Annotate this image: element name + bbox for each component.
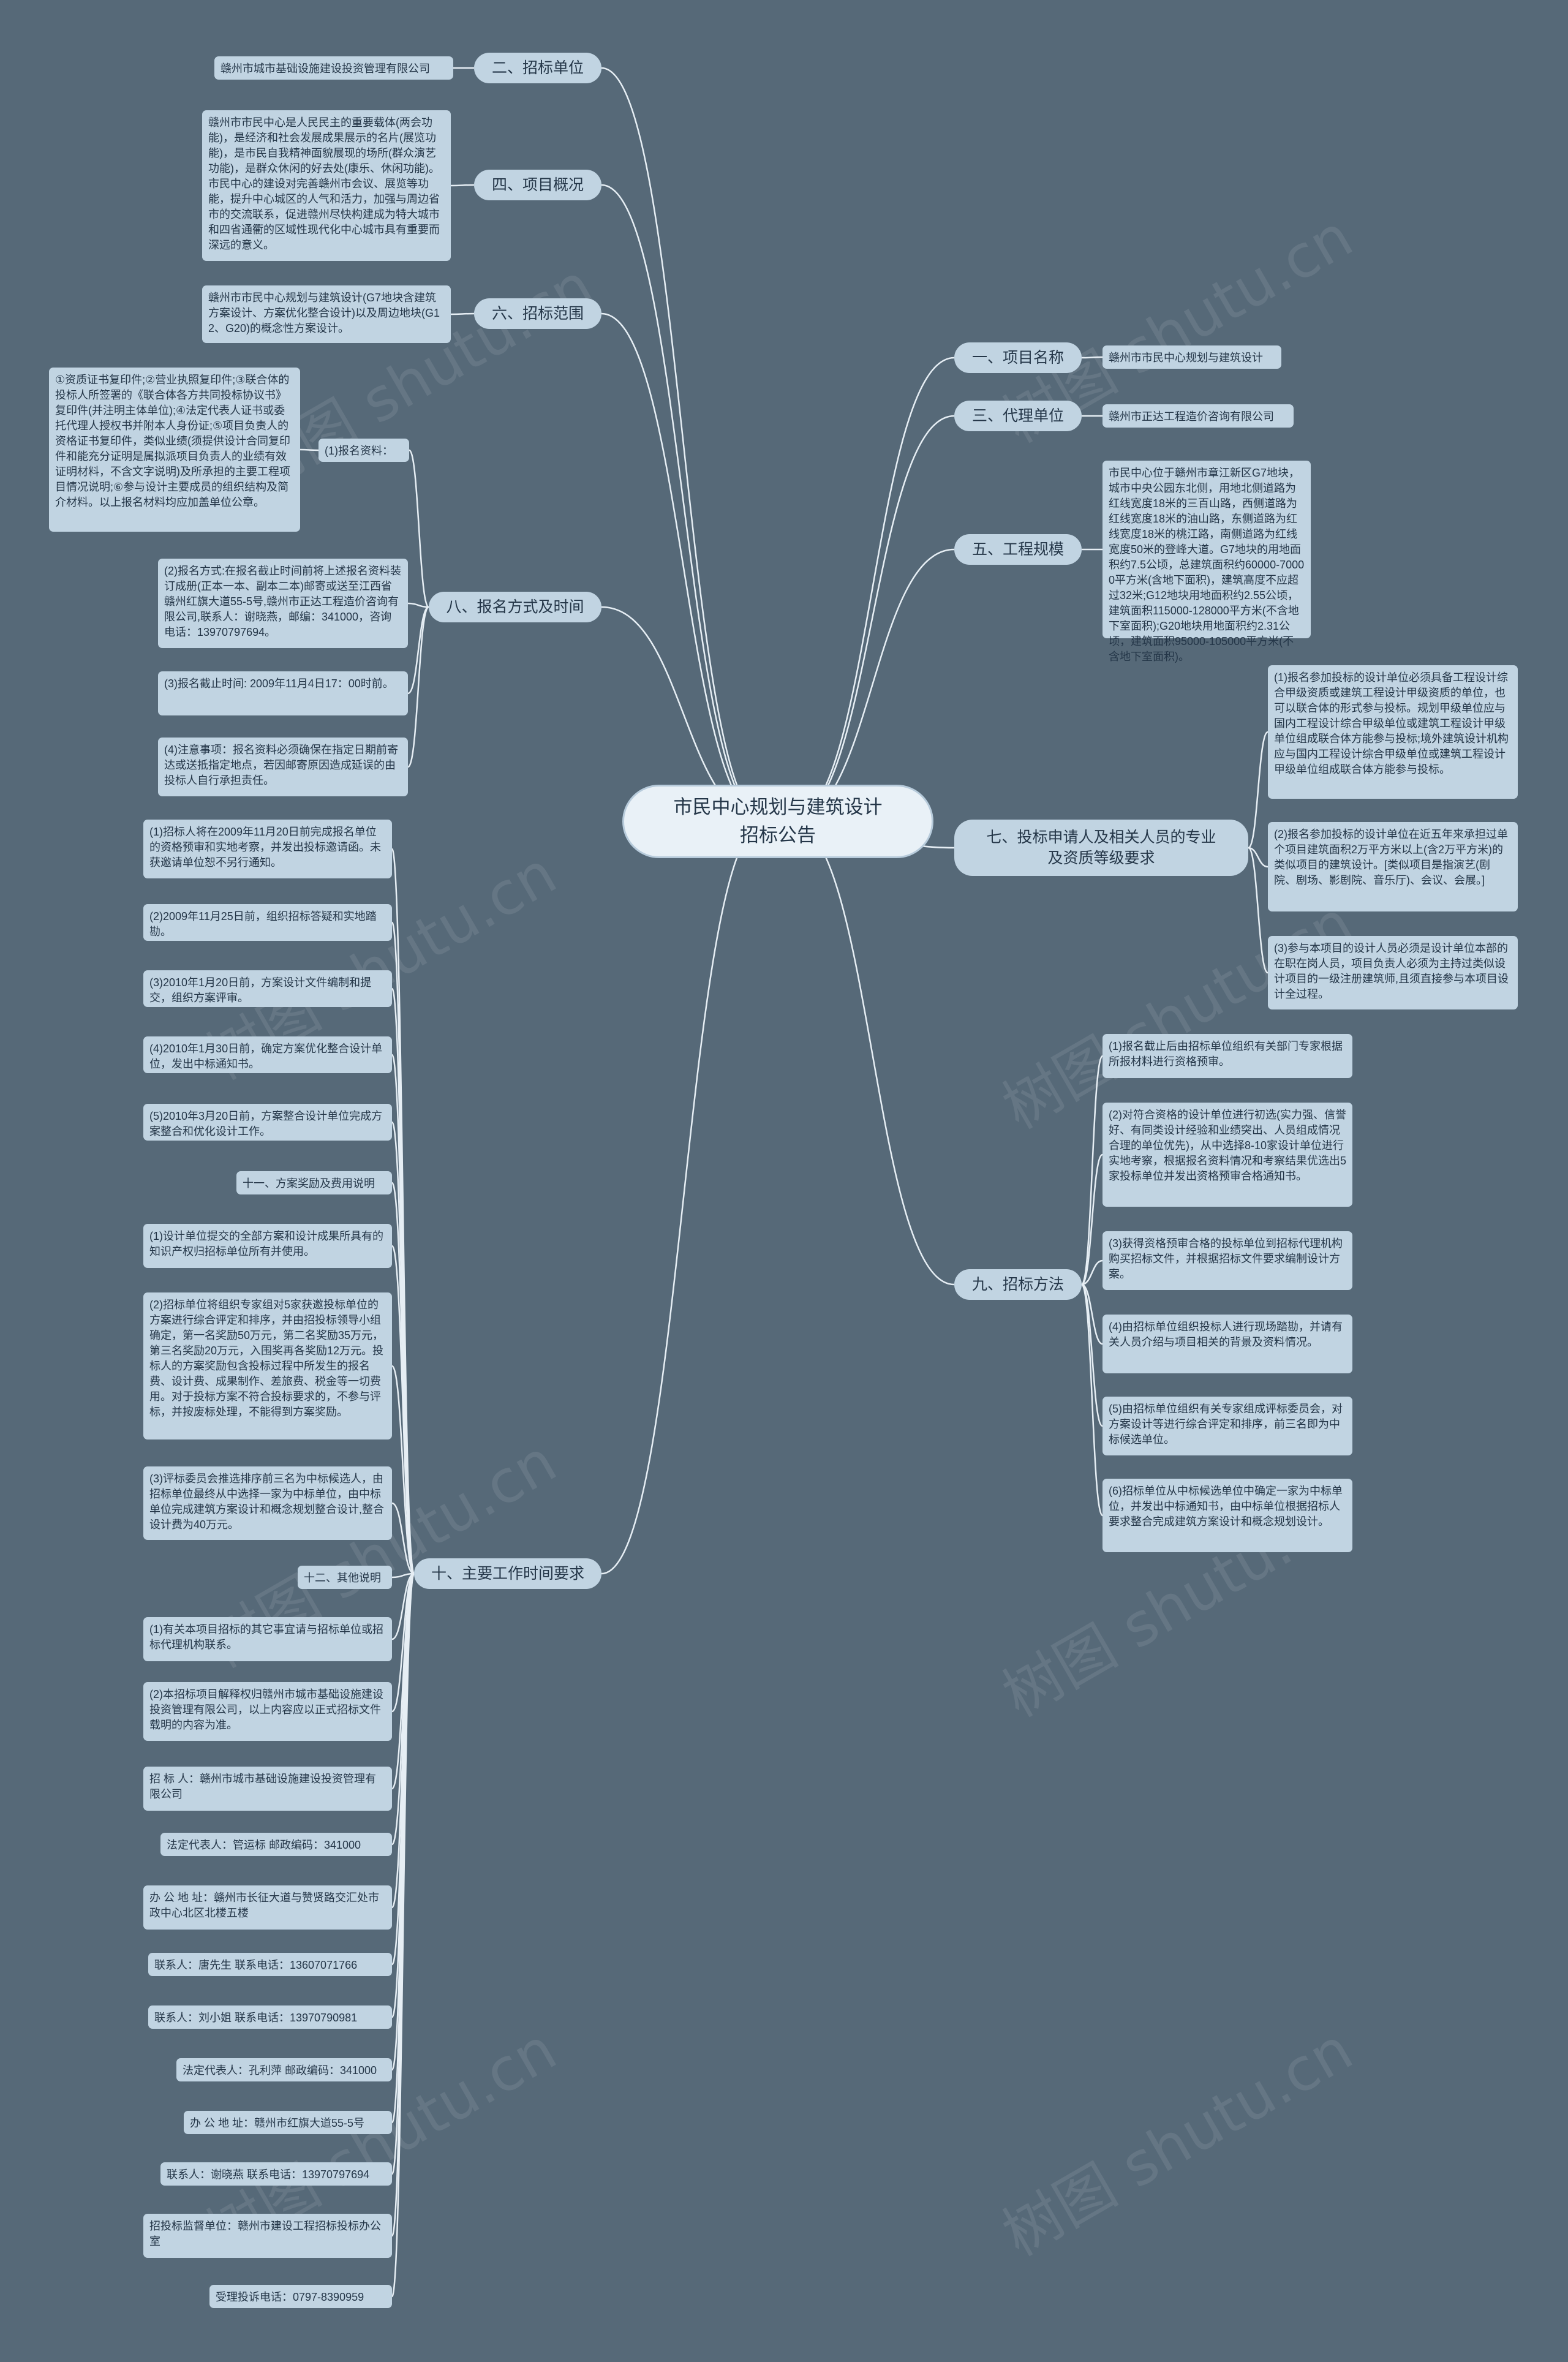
leaf-edge <box>407 606 429 695</box>
leaf-edge <box>1247 731 1269 849</box>
leaf-qualification-1: (1)报名参加投标的设计单位必须具备工程设计综合甲级资质或建筑工程设计甲级资质的… <box>1268 665 1518 799</box>
leaf-edge <box>1080 1283 1104 1517</box>
leaf-bid-method-1: (1)报名截止后由招标单位组织有关部门专家根据所报材料进行资格预审。 <box>1102 1034 1352 1078</box>
leaf-schedule-5: (5)2010年3月20日前，方案整合设计单位完成方案整合和优化设计工作。 <box>143 1104 392 1141</box>
leaf-edge <box>391 1572 415 2298</box>
leaf-edge <box>1080 1283 1104 1427</box>
leaf-registration-materials-detail: ①资质证书复印件;②营业执照复印件;③联合体的投标人所签署的《联合体各方共同投标… <box>49 368 300 532</box>
leaf-schedule-7: (1)设计单位提交的全部方案和设计成果所具有的知识产权归招标单位所有并使用。 <box>143 1224 392 1268</box>
branch-tenderer[interactable]: 二、招标单位 <box>474 53 601 83</box>
leaf-registration-4: (4)注意事项：报名资料必须确保在指定日期前寄达或送抵指定地点，若因邮寄原因造成… <box>158 738 408 796</box>
leaf-schedule-15: 办 公 地 址：赣州市长征大道与赞贤路交汇处市政中心北区北楼五楼 <box>143 1885 392 1930</box>
leaf-edge <box>391 1572 415 1579</box>
leaf-schedule-16: 联系人：唐先生 联系电话：13607071766 <box>148 1953 392 1976</box>
leaf-schedule-8: (2)招标单位将组织专家组对5家获邀投标单位的方案进行综合评定和排序，并由招投标… <box>143 1292 392 1439</box>
leaf-bid-method-4: (4)由招标单位组织投标人进行现场踏勘，并请有关人员介绍与项目相关的背景及资料情… <box>1102 1315 1352 1373</box>
leaf-schedule-18: 法定代表人：孔利萍 邮政编码：341000 <box>176 2058 392 2081</box>
leaf-scope: 赣州市市民中心规划与建筑设计(G7地块含建筑方案设计、方案优化整合设计)以及周边… <box>202 285 451 343</box>
leaf-schedule-14: 法定代表人：管运标 邮政编码：341000 <box>160 1833 392 1856</box>
leaf-schedule-1: (1)招标人将在2009年11月20日前完成报名单位的资格预审和实地考察，并发出… <box>143 820 392 878</box>
leaf-schedule-12: (2)本招标项目解释权归赣州市城市基础设施建设投资管理有限公司，以上内容应以正式… <box>143 1682 392 1741</box>
branch-registration[interactable]: 八、报名方式及时间 <box>429 592 601 622</box>
leaf-agent: 赣州市正达工程造价咨询有限公司 <box>1102 404 1294 428</box>
root-edge <box>601 67 766 823</box>
leaf-registration-3: (3)报名截止时间: 2009年11月4日17：00时前。 <box>158 671 408 715</box>
root-edge <box>601 312 766 823</box>
leaf-edge <box>391 1502 415 1575</box>
leaf-edge <box>391 1572 415 1713</box>
leaf-edge <box>450 184 475 187</box>
leaf-schedule-11: (1)有关本项目招标的其它事宜请与招标单位或招标代理机构联系。 <box>143 1617 392 1661</box>
leaf-scale: 市民中心位于赣州市章江新区G7地块，城市中央公园东北侧，用地北侧道路为红线宽度1… <box>1102 461 1311 663</box>
leaf-schedule-4: (4)2010年1月30日前，确定方案优化整合设计单位，发出中标通知书。 <box>143 1036 392 1073</box>
leaf-edge <box>391 1365 415 1575</box>
leaf-schedule-3: (3)2010年1月20日前，方案设计文件编制和提交，组织方案评审。 <box>143 970 392 1007</box>
branch-agent[interactable]: 三、代理单位 <box>954 401 1082 431</box>
leaf-edge <box>1080 1153 1104 1286</box>
leaf-edge <box>407 602 429 608</box>
root-edge <box>790 415 955 823</box>
leaf-edge <box>407 606 430 768</box>
leaf-schedule-10: 十二、其他说明 <box>298 1566 392 1589</box>
leaf-qualification-2: (2)报名参加投标的设计单位在近五年来承担过单个项目建筑面积2万平方米以上(含2… <box>1268 822 1518 911</box>
leaf-schedule-13: 招 标 人：赣州市城市基础设施建设投资管理有限公司 <box>143 1767 392 1811</box>
branch-project-name[interactable]: 一、项目名称 <box>954 342 1082 373</box>
leaf-edge <box>1081 1259 1103 1286</box>
leaf-bid-method-6: (6)招标单位从中标候选单位中确定一家为中标单位，并发出中标通知书，由中标单位根… <box>1102 1479 1352 1552</box>
leaf-schedule-6: 十一、方案奖励及费用说明 <box>236 1171 392 1194</box>
root-edge <box>601 184 766 823</box>
leaf-edge <box>391 1245 415 1575</box>
root-edge <box>790 820 955 1286</box>
leaf-edge <box>1081 1283 1103 1345</box>
leaf-schedule-19: 办 公 地 址：赣州市红旗大道55-5号 <box>184 2111 392 2134</box>
branch-schedule[interactable]: 十、主要工作时间要求 <box>414 1558 601 1589</box>
leaf-edge <box>1081 356 1103 359</box>
leaf-schedule-9: (3)评标委员会推选排序前三名为中标候选人，由招标单位最终从中选择一家为中标单位… <box>143 1466 392 1540</box>
root-node[interactable]: 市民中心规划与建筑设计 招标公告 <box>622 785 933 858</box>
leaf-registration-materials: (1)报名资料： <box>318 439 409 462</box>
leaf-edge <box>1248 847 1268 868</box>
leaf-schedule-2: (2)2009年11月25日前，组织招标答疑和实地踏勘。 <box>143 904 392 941</box>
leaf-schedule-17: 联系人：刘小姐 联系电话：13970790981 <box>148 2005 392 2029</box>
leaf-registration-2: (2)报名方式:在报名截止时间前将上述报名资料装订成册(正本一本、副本二本)邮寄… <box>158 559 408 648</box>
branch-overview[interactable]: 四、项目概况 <box>474 170 601 200</box>
leaf-schedule-21: 招投标监督单位：赣州市建设工程招标投标办公室 <box>143 2214 392 2258</box>
root-edge <box>790 357 955 823</box>
branch-qualification[interactable]: 七、投标申请人及相关人员的专业 及资质等级要求 <box>954 820 1248 876</box>
leaf-edge <box>391 1572 415 1640</box>
leaf-bid-method-2: (2)对符合资格的设计单位进行初选(实力强、信誉好、有同类设计经验和业绩突出、人… <box>1102 1103 1352 1207</box>
leaf-project-name: 赣州市市民中心规划与建筑设计 <box>1102 345 1281 369</box>
leaf-bid-method-5: (5)由招标单位组织有关专家组成评标委员会，对方案设计等进行综合评定和排序，前三… <box>1102 1397 1352 1455</box>
leaf-bid-method-3: (3)获得资格预审合格的投标单位到招标代理机构购买招标文件，并根据招标文件要求编… <box>1102 1231 1352 1290</box>
root-edge <box>601 820 766 1575</box>
branch-scale[interactable]: 五、工程规模 <box>954 534 1082 565</box>
leaf-schedule-20: 联系人：谢晓燕 联系电话：13970797694 <box>160 2162 392 2186</box>
branch-bid-method[interactable]: 九、招标方法 <box>954 1269 1082 1300</box>
leaf-edge <box>1080 1055 1104 1286</box>
leaf-qualification-3: (3)参与本项目的设计人员必须是设计单位本部的在职在岗人员，项目负责人必须为主持… <box>1268 936 1518 1009</box>
leaf-overview: 赣州市市民中心是人民民主的重要载体(两会功能)，是经济和社会发展成果展示的名片(… <box>202 110 451 261</box>
leaf-edge <box>408 449 430 608</box>
leaf-schedule-22: 受理投诉电话：0797-8390959 <box>209 2285 392 2308</box>
leaf-edge <box>1247 847 1269 974</box>
leaf-tenderer: 赣州市城市基础设施建设投资管理有限公司 <box>214 56 453 80</box>
branch-scope[interactable]: 六、招标范围 <box>474 298 601 329</box>
